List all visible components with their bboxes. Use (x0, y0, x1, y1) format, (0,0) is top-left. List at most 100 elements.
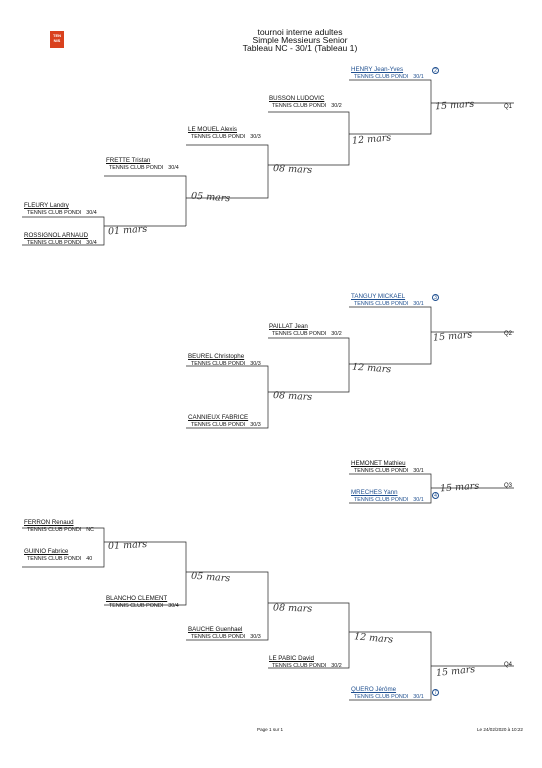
bracket-line (268, 632, 350, 669)
bracket-line (349, 666, 432, 701)
player-rank: 30/1 (413, 73, 424, 80)
player-rank: 30/4 (168, 602, 179, 609)
player-rank: 30/1 (413, 467, 424, 474)
player-name: LE MOUEL Alexis (188, 126, 237, 133)
bracket-line (186, 571, 269, 603)
player-name: BAUCHE Guenhael (188, 626, 243, 633)
bracket-line (186, 365, 269, 429)
qualifier-label: Q1 (504, 104, 513, 110)
qualifier-label: Q3 (504, 483, 513, 489)
bracket-line (104, 541, 187, 572)
match-date: 08 mars (272, 602, 313, 615)
player-name: PAILLAT Jean (269, 323, 308, 330)
player-name: TANGUY MICKAEL (351, 293, 406, 300)
match-date: 08 mars (272, 162, 313, 177)
bracket-line (268, 337, 350, 393)
player-name: HENRY Jean-Yves (351, 66, 404, 73)
bracket-line (268, 602, 350, 632)
bracket-line (22, 226, 105, 246)
logo-text-top: TEN (53, 33, 61, 38)
player-rank: 30/3 (250, 633, 261, 640)
player-name: HEMONET Mathieu (351, 460, 406, 467)
bracket-line (268, 111, 350, 166)
seed-badge: 7 (432, 689, 439, 696)
tournament-title: tournoi interne adultes (257, 27, 343, 37)
player-name: FRETTE Tristan (106, 157, 151, 164)
bracket-line (349, 473, 432, 504)
bracket-line (349, 631, 432, 666)
bracket-line (186, 603, 269, 641)
seed-badge: 4 (432, 492, 439, 499)
player-name: BLANCHO CLEMENT (106, 595, 168, 602)
seed-badge: 2 (432, 67, 439, 74)
player-name: LE PABIC David (269, 655, 314, 662)
bracket-line (104, 175, 187, 226)
player-rank: 30/3 (250, 360, 261, 367)
player-rank: 30/4 (86, 209, 97, 216)
player-name: FERRON Renaud (24, 519, 74, 526)
player-rank: 30/1 (413, 300, 424, 307)
page-number: Page 1 sur 1 (257, 727, 284, 732)
match-date: 01 mars (107, 538, 148, 553)
bracket-line (186, 144, 269, 199)
player-rank: NC (86, 526, 95, 533)
player-name: CANNIEUX FABRICE (188, 414, 249, 421)
player-name: MRECHES Yann (351, 489, 398, 496)
player-rank: 30/3 (250, 421, 261, 428)
player-rank: 40 (86, 555, 93, 562)
player-rank: 30/2 (331, 102, 342, 109)
bracket-line (104, 572, 187, 606)
bracket-line (22, 542, 105, 568)
player-rank: 30/4 (86, 239, 97, 246)
draw-title: Tableau NC - 30/1 (Tableau 1) (242, 43, 358, 53)
player-rank: 30/3 (250, 133, 261, 140)
qualifier-label: Q4 (504, 662, 513, 668)
player-rank: 30/2 (331, 662, 342, 669)
player-name: BEUREL Christophe (188, 353, 245, 360)
logo-text-bottom: NIS (53, 38, 61, 43)
player-name: GUINIO Fabrice (24, 548, 69, 555)
player-rank: 30/1 (413, 693, 424, 700)
bracket-line (22, 527, 105, 542)
bracket-line (22, 216, 105, 226)
print-timestamp: Le 24/02/2020 à 10:22 (477, 727, 523, 732)
player-name: BUSSON LUDOVIC (269, 95, 325, 102)
player-rank: 30/2 (331, 330, 342, 337)
match-date: 08 mars (272, 389, 313, 404)
qualifier-label: Q2 (504, 331, 513, 337)
event-title: Simple Messieurs Senior (252, 35, 348, 45)
